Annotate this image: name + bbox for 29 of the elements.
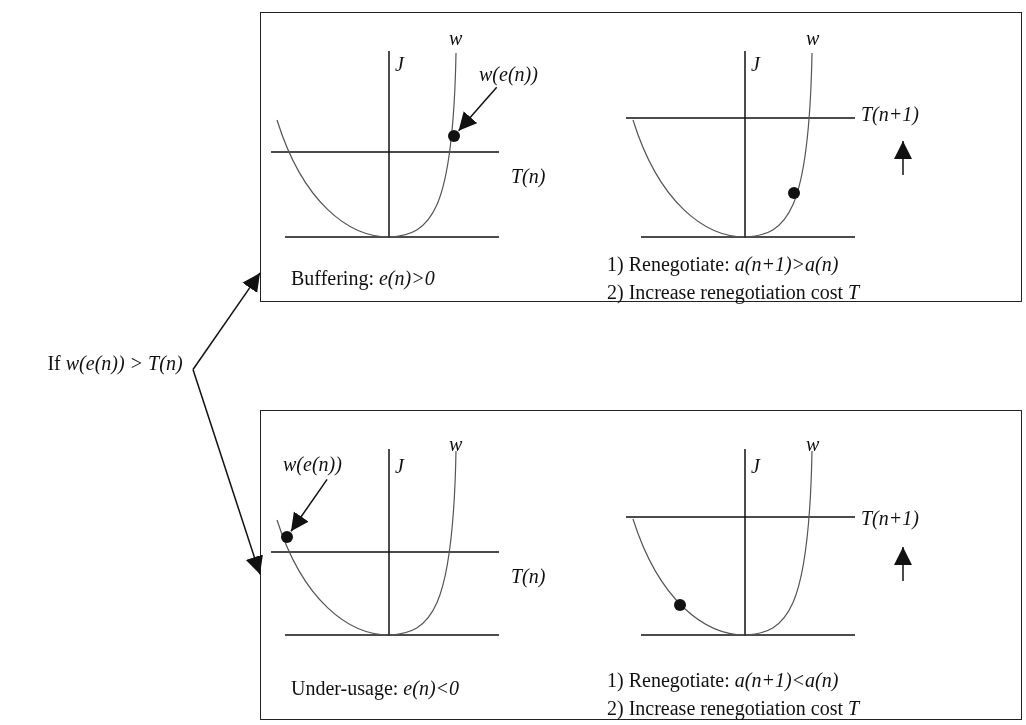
condition-text: If w(e(n)) > T(n) [40, 350, 190, 376]
panel-box [260, 410, 1022, 720]
arrow [192, 368, 263, 576]
panel-box [260, 12, 1022, 302]
data-point-dot [281, 531, 293, 543]
arrow [457, 86, 498, 132]
axis-label: w [806, 433, 820, 455]
caption-text: Buffering: e(n)>0 [291, 267, 435, 289]
caption-text: 2) Increase renegotiation cost T [607, 281, 860, 303]
axis-label: T(n) [511, 165, 546, 187]
caption-text: 1) Renegotiate: a(n+1)<a(n) [607, 669, 839, 691]
caption-text: 2) Increase renegotiation cost T [607, 697, 860, 719]
axis-label: J [751, 455, 760, 477]
callout-label: w(e(n)) [479, 63, 538, 85]
data-point-dot [448, 130, 460, 142]
axis-label: T(n+1) [861, 103, 919, 125]
axis-label: w [449, 27, 463, 49]
axis-label: J [751, 53, 760, 75]
callout-label: w(e(n)) [283, 453, 342, 475]
caption-text: 1) Renegotiate: a(n+1)>a(n) [607, 253, 839, 275]
arrow [290, 478, 328, 533]
axis-label: T(n) [511, 565, 546, 587]
caption-text: Under-usage: e(n)<0 [291, 677, 460, 699]
axis-label: w [449, 433, 463, 455]
axis-label: J [395, 455, 404, 477]
axis-label: J [395, 53, 404, 75]
axis-label: T(n+1) [861, 507, 919, 529]
arrow [192, 272, 261, 371]
axis-label: w [806, 27, 820, 49]
